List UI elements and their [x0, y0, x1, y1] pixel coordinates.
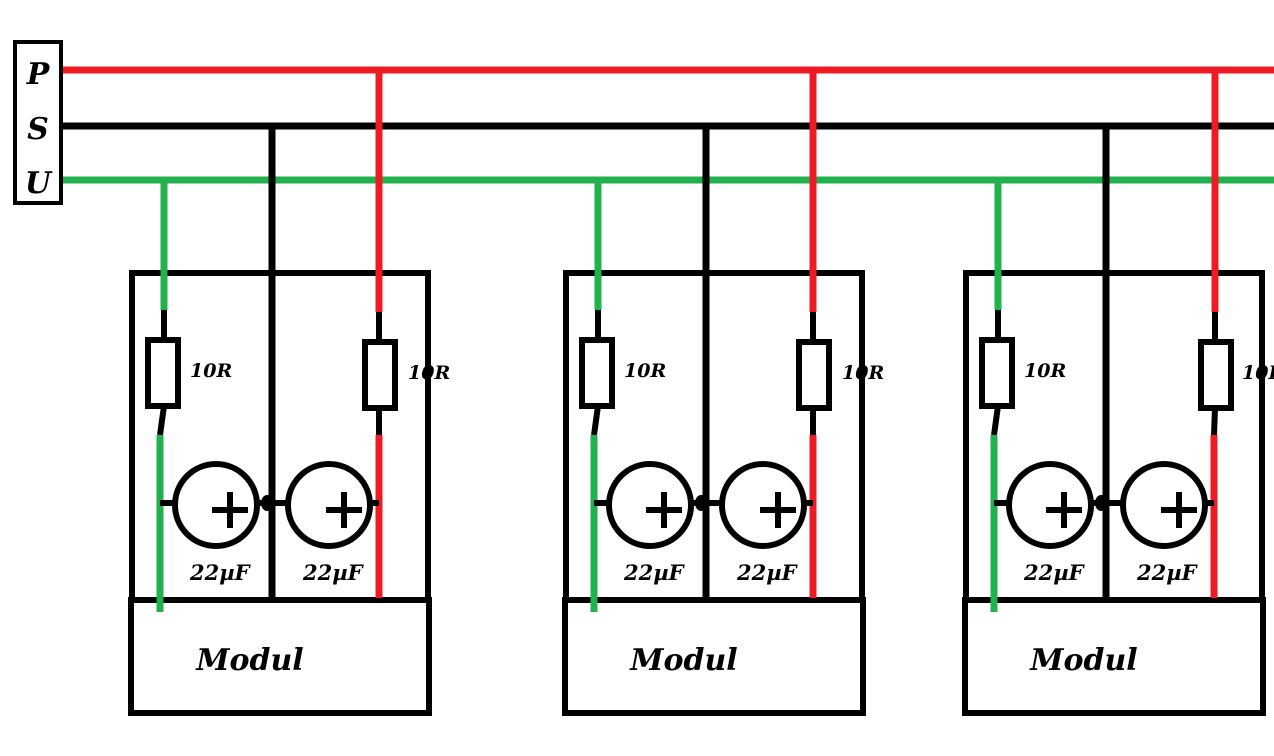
module-enclosure [129, 270, 431, 603]
cap-junction-dot [1095, 495, 1107, 511]
capacitor-left-label: 22µF [189, 560, 252, 585]
module-enclosure [563, 270, 865, 603]
resistor-left [145, 337, 181, 409]
resistor-right-label: 10R [408, 362, 450, 384]
wire-u-res-bottom [591, 405, 601, 436]
capacitor-left [172, 461, 260, 549]
capacitor-left [1006, 461, 1094, 549]
capacitor-right [285, 461, 373, 549]
module-box [128, 597, 432, 716]
module-label: Modul [629, 643, 737, 678]
capacitor-right-label: 22µF [736, 560, 799, 585]
capacitor-left [606, 461, 694, 549]
resistor-right [362, 339, 398, 411]
resistor-right-label: 10R [1242, 362, 1274, 384]
module-box [562, 597, 866, 716]
cap-junction-dot [261, 495, 273, 511]
module-label: Modul [1029, 643, 1137, 678]
capacitor-right-label: 22µF [302, 560, 365, 585]
module-3: Modul 10R 10R 22µF 22µF [962, 70, 1274, 716]
resistor-left-label: 10R [624, 360, 666, 382]
module-box [962, 597, 1266, 716]
module-1: Modul 10R 10R 22µF 22µF [128, 70, 450, 716]
module-2: Modul 10R 10R 22µF 22µF [562, 70, 884, 716]
capacitor-right [719, 461, 807, 549]
capacitor-left-label: 22µF [623, 560, 686, 585]
resistor-left-label: 10R [1024, 360, 1066, 382]
resistor-left [979, 337, 1015, 409]
wire-p-res-bottom [1211, 407, 1218, 436]
resistor-right-label: 10R [842, 362, 884, 384]
wire-u-res-bottom [991, 405, 1001, 436]
bus-label-s: S [27, 112, 49, 147]
resistor-right [1198, 339, 1234, 411]
bus-label-u: U [25, 166, 53, 201]
cap-junction-dot [695, 495, 707, 511]
module-label: Modul [195, 643, 303, 678]
resistor-left [579, 337, 615, 409]
capacitor-right [1120, 461, 1208, 549]
capacitor-left-label: 22µF [1023, 560, 1086, 585]
capacitor-right-label: 22µF [1136, 560, 1199, 585]
resistor-left-label: 10R [190, 360, 232, 382]
bus-label-p: P [26, 57, 51, 92]
resistor-right [796, 339, 832, 411]
bus-connector-box [13, 40, 63, 205]
wire-u-res-bottom [157, 405, 167, 436]
